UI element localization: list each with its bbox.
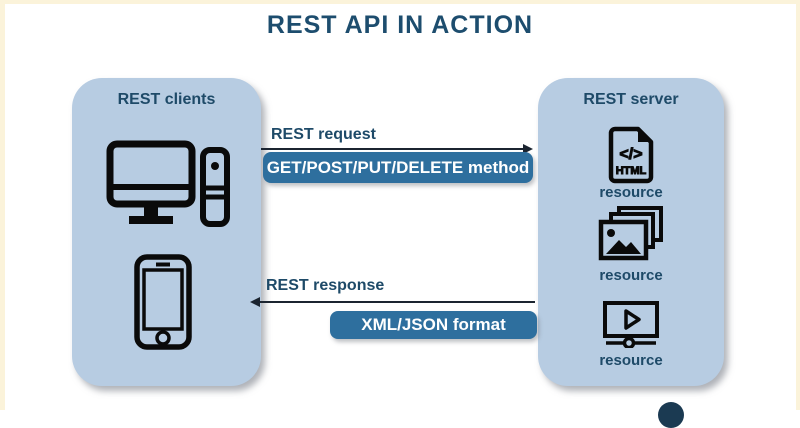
video-player-icon bbox=[603, 301, 659, 348]
html-file-code-glyph: </> bbox=[619, 146, 642, 163]
resource-label: resource bbox=[599, 267, 663, 284]
rest-clients-label: REST clients bbox=[117, 91, 216, 108]
rest-request-label: REST request bbox=[271, 126, 376, 143]
rest-server-label: REST server bbox=[583, 91, 679, 108]
html-file-type-text: HTML bbox=[616, 165, 647, 177]
response-arrowhead-icon bbox=[250, 297, 260, 307]
request-method-badge: GET/POST/PUT/DELETE method bbox=[263, 152, 533, 183]
response-arrow-line bbox=[258, 301, 535, 303]
resource-label: resource bbox=[599, 184, 663, 201]
response-format-badge: XML/JSON format bbox=[330, 311, 537, 339]
image-gallery-icon bbox=[598, 206, 663, 261]
resource-label: resource bbox=[599, 352, 663, 369]
rest-clients-box: REST clients bbox=[72, 78, 261, 386]
html-file-icon: </> HTML bbox=[608, 126, 654, 184]
rest-response-label: REST response bbox=[266, 277, 385, 294]
desktop-computer-icon bbox=[106, 140, 230, 227]
request-arrowhead-icon bbox=[523, 144, 533, 154]
bottom-logo-dot bbox=[658, 402, 684, 428]
diagram-title: REST API IN ACTION bbox=[266, 11, 534, 39]
request-arrow-line bbox=[261, 148, 525, 150]
smartphone-icon bbox=[134, 254, 192, 350]
rest-server-box: REST server </> HTML resource resource r… bbox=[538, 78, 724, 386]
